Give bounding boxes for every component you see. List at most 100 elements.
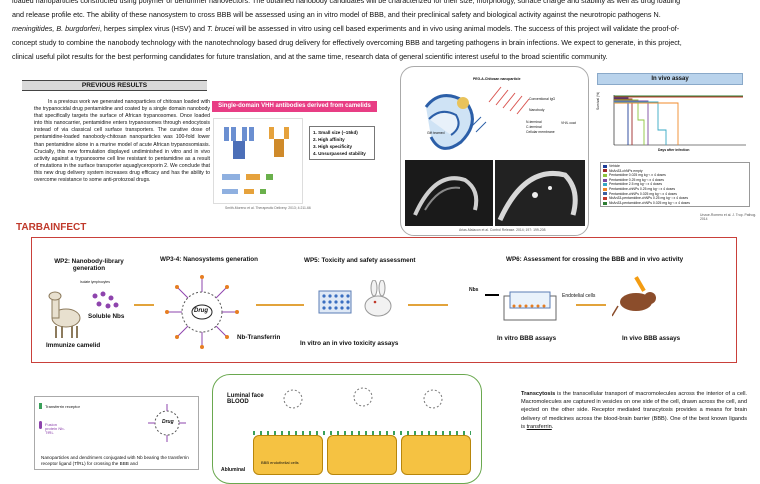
transferrin-link[interactable]: transferrin	[526, 423, 552, 430]
np-citation: Arias-Malacon et al. Control Release. 20…	[459, 228, 546, 232]
legend-label: NbAn33-pentamidine-chNPs 0.25 mg kg⁻¹ x …	[609, 196, 689, 201]
hcab-antibody-icon	[269, 127, 289, 157]
endothelial-cell	[401, 435, 471, 475]
mouse-icon	[612, 276, 656, 317]
intro-line: loaded nanoparticles constructed using p…	[12, 0, 681, 5]
transcytosis-body: is the transcellular transport of macrom…	[521, 391, 747, 430]
intro-line: and release profile etc. The ability of …	[12, 10, 661, 19]
endothelial-label: Endotelial cells	[562, 293, 596, 299]
legend-swatch	[603, 164, 607, 168]
drug-label: Drug	[194, 308, 208, 314]
np-label: Gift teamed	[427, 131, 445, 135]
legend-label: Pentamidine 2.5 mg kg⁻¹ x 4 doses	[609, 182, 663, 187]
np-label: C-terminal	[526, 125, 542, 129]
micrograph-left-svg	[413, 176, 479, 216]
np-label: PEG-A-Chitosan nanoparticle	[473, 77, 521, 81]
legend-item: NbAn33-chNPs empty	[603, 169, 747, 174]
nb-transferrin-label: Nb-Transferrin	[237, 334, 281, 341]
legend-item: Pentamidine-chNPs 0.025 mg kg⁻¹ x 4 dose…	[603, 192, 747, 197]
tarbainfect-panel: WP2: Nanobody-library generation WP3-4: …	[31, 237, 737, 363]
species-name: T. brucei	[206, 24, 235, 33]
np-label: Cellular membrane	[526, 130, 555, 134]
flow-arrow	[134, 304, 154, 306]
isolate-label: Isolate lymphocytes	[80, 280, 110, 284]
endothelial-cell	[327, 435, 397, 475]
vhh-feature: 3. High specificity	[313, 144, 353, 149]
flow-arrow	[256, 304, 304, 306]
legend-item: NbAn33-pentamidine-chNPs 0.25 mg kg⁻¹ x …	[603, 196, 747, 201]
immunize-label: Immunize camelid	[46, 342, 101, 349]
species-name: meningitides, B. burgdorferi	[12, 24, 100, 33]
antibody-diagram-svg	[222, 127, 289, 194]
small-drug-label: Drug	[162, 419, 174, 425]
nanobody-array-icon	[470, 86, 530, 133]
vhh-feature: 4. Unsurpassed stability	[313, 151, 366, 156]
fusion-label: Fusion protein Nb-TfRL	[45, 422, 65, 436]
wp5-title: WP5: Toxicity and safety assessment	[304, 257, 416, 264]
nanoparticle-panel: PEG-A-Chitosan nanoparticle Conventional…	[400, 66, 589, 236]
receptor-icon	[39, 403, 42, 409]
transwell-icon	[503, 291, 557, 321]
receptor-row	[253, 431, 471, 435]
intro-fragment: will be assessed in vitro using cell bas…	[234, 24, 680, 33]
legend-label: Pentamidine 0.25 mg kg⁻¹ x 4 doses	[609, 177, 664, 182]
flow-arrow	[576, 304, 606, 306]
antibody-diagram	[213, 118, 303, 204]
abluminal-label: Abluminal	[221, 467, 246, 473]
chart-xlabel: Days after infection	[658, 148, 690, 152]
fusion-protein-icon	[39, 421, 42, 429]
luminal-label: Luminal face BLOOD	[227, 393, 264, 405]
nbs-arrow	[485, 294, 499, 296]
legend-item: Vehicle	[603, 164, 747, 169]
legend-label: NbAn33-chNPs empty	[609, 168, 643, 173]
legend-swatch	[603, 201, 607, 205]
survival-chart: Survival (%) Days after infection	[596, 90, 750, 160]
soluble-nbs-label: Soluble Nbs	[88, 313, 125, 320]
vhh-feature: 1. Small size (~15kd)	[313, 130, 358, 135]
microscopy-image-left	[405, 160, 493, 226]
transcytosis-period: .	[551, 423, 554, 430]
tarbainfect-title: TARBAINFECT	[16, 222, 87, 233]
bottom-caption: Nanoparticles and dendrimers conjugated …	[41, 455, 189, 466]
intro-fragment: , herpes simplex virus (HSV) and	[99, 24, 207, 33]
legend-swatch	[603, 178, 607, 182]
receptor-label: Transferrin receptor	[45, 404, 80, 409]
legend-label: Pentamidine-chNPs 0.025 mg kg⁻¹ x 4 dose…	[609, 191, 677, 196]
invivo-header: In vivo assay	[597, 73, 743, 85]
trypanosome-membrane-icon	[424, 94, 474, 150]
nbs-label: Nbs	[469, 287, 479, 293]
legend-swatch	[603, 187, 607, 191]
bottom-legend-panel: Transferrin receptor Fusion protein Nb-T…	[34, 396, 199, 470]
microscopy-image-right	[495, 160, 585, 226]
vhh-feature: 2. High affinity	[313, 137, 345, 142]
np-label: Nanobody	[529, 108, 545, 112]
vesicles-icon	[283, 387, 443, 409]
legend-item: Pentamidine 2.5 mg kg⁻¹ x 4 doses	[603, 182, 747, 187]
transcytosis-term: Transcytosis	[521, 391, 556, 397]
legend-item: NbAn33-pentamidine-chNPs 0.025 mg kg⁻¹ x…	[603, 201, 747, 206]
endothelial-cell	[253, 435, 323, 475]
legend-swatch	[603, 169, 607, 173]
legend-label: Pentamidine-chNPs 0.25 mg kg⁻¹ x 4 doses	[609, 186, 676, 191]
intro-line: concept study to combine the nanobody te…	[12, 38, 682, 47]
wp6-title: WP6: Assessment for crossing the BBB and…	[506, 256, 684, 263]
llama-icon	[48, 291, 81, 338]
drug-nanoparticle-icon	[165, 275, 239, 349]
intro-line: clinical useful pilot results for the be…	[12, 52, 608, 61]
legend-item: Pentamidine 0.025 mg kg⁻¹ x 4 doses	[603, 173, 747, 178]
bbb-cells-label: BBB endothelial cells	[261, 460, 299, 465]
vhh-citation: Smith-Moreno et al. Therapeutic Delivery…	[225, 206, 311, 210]
legend-item: Pentamidine 0.25 mg kg⁻¹ x 4 doses	[603, 178, 747, 183]
legend-label: Vehicle	[609, 164, 620, 168]
transcytosis-text: Transcytosis is the transcellular transp…	[521, 390, 747, 431]
invivo-citation: Unzue-Romero et al. J. Trop. Pathog. 201…	[700, 213, 757, 222]
np-label: N-terminal	[526, 120, 542, 124]
igg-antibody-icon	[224, 127, 254, 159]
previous-results-header: PREVIOUS RESULTS	[22, 80, 207, 91]
rabbit-icon	[364, 280, 392, 317]
nanoparticle-svg	[424, 86, 530, 150]
endothelial-row	[253, 435, 471, 475]
legend-swatch	[603, 192, 607, 196]
vhh-features-box: 1. Small size (~15kd) 2. High affinity 3…	[309, 126, 375, 160]
